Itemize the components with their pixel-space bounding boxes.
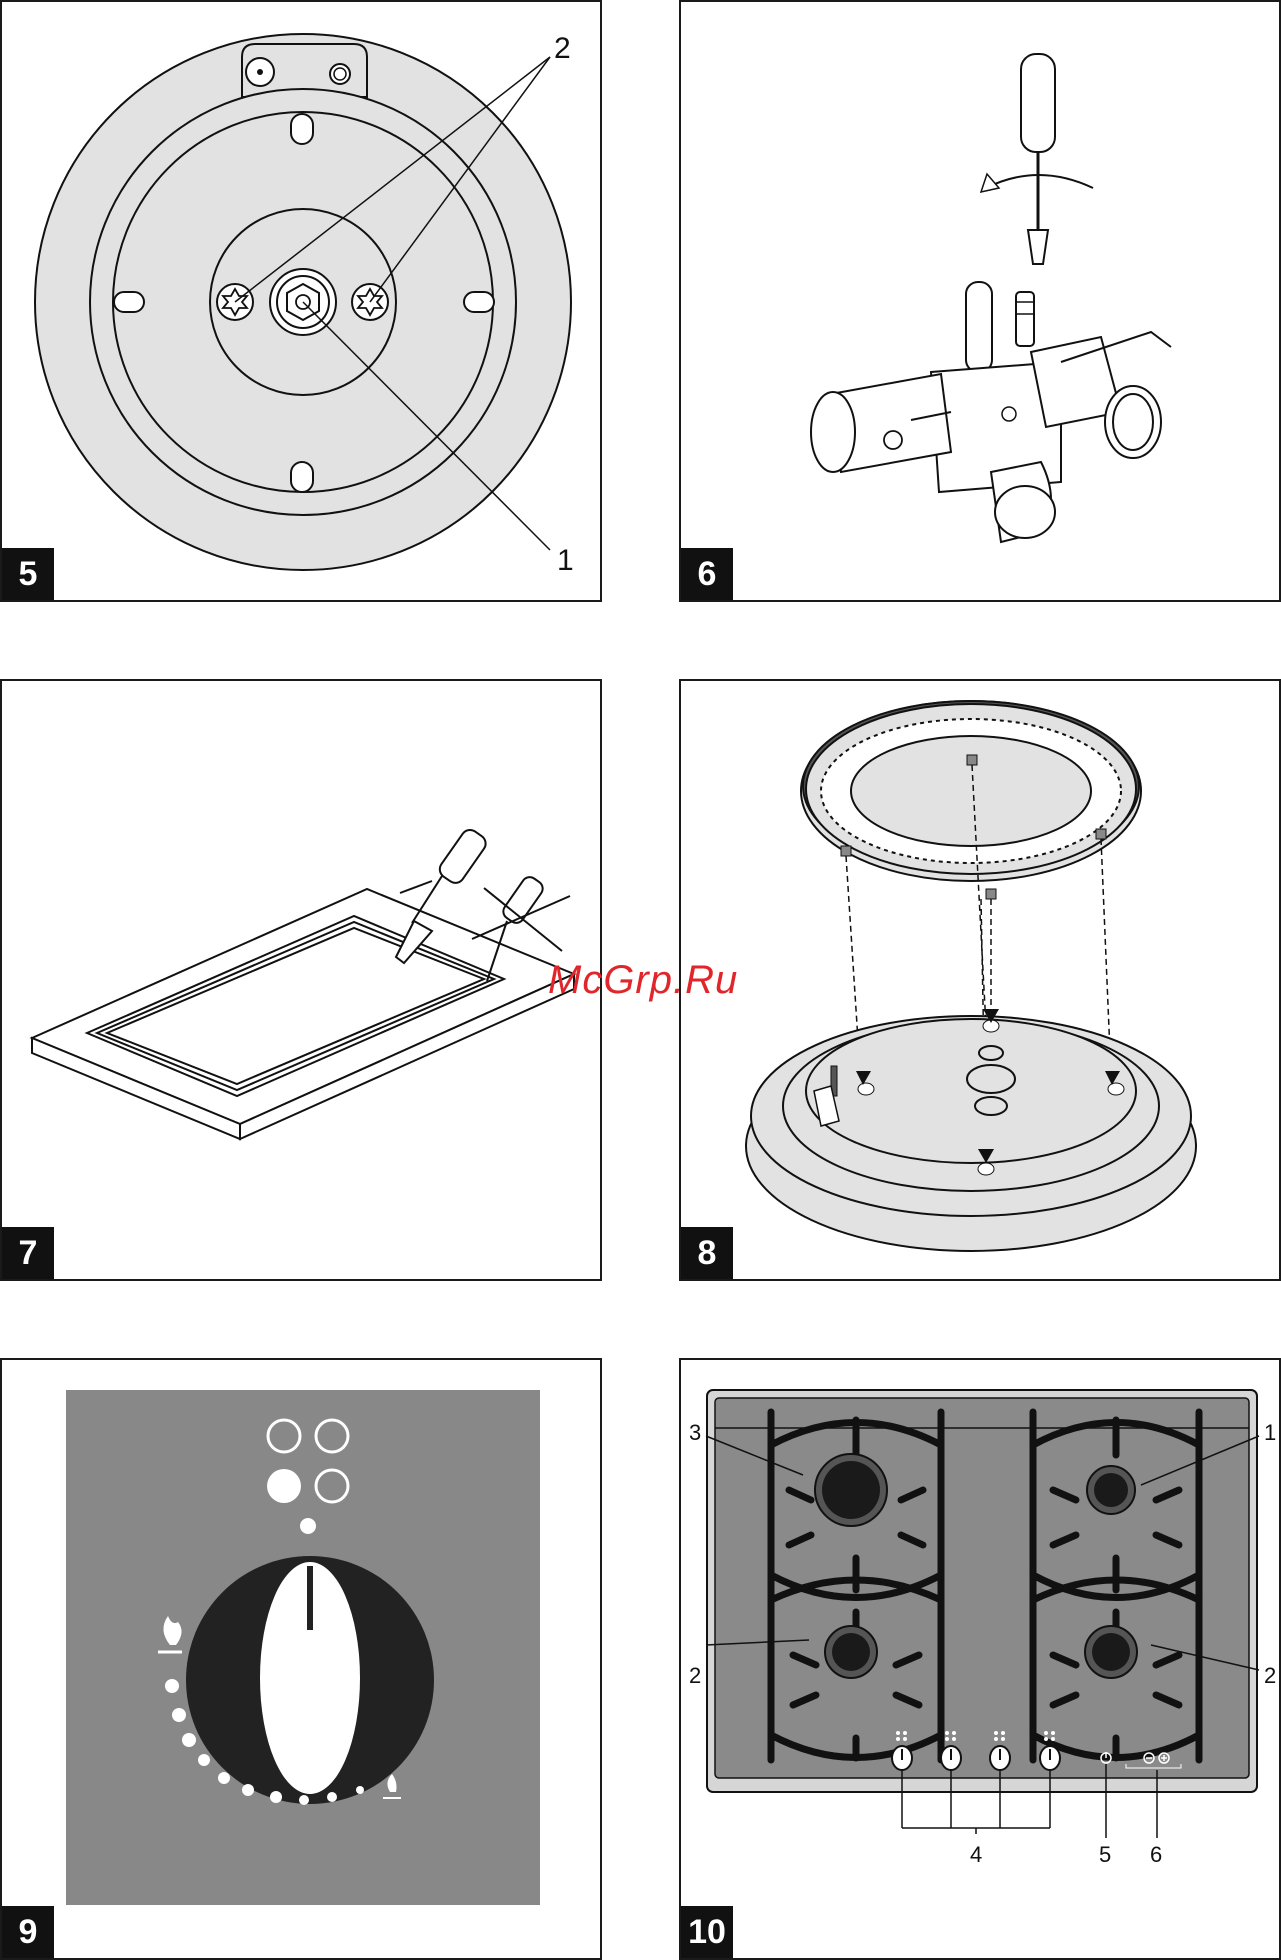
glass-panel-sealing [2, 681, 602, 1281]
figure-number: 6 [681, 548, 733, 600]
callout-6: 6 [1150, 1842, 1162, 1867]
figure-6-panel: 6 [679, 0, 1281, 602]
figure-5-panel: 2 1 5 [0, 0, 602, 602]
burner-cap-top-view: 2 1 [2, 2, 602, 602]
figure-8-panel: 8 [679, 679, 1281, 1281]
figure-number: 8 [681, 1227, 733, 1279]
figure-number: 10 [681, 1906, 733, 1958]
figure-10-panel: 3 1 2 2 4 5 6 10 [679, 1358, 1281, 1960]
gas-hob-overview: 3 1 2 2 4 5 6 [681, 1360, 1281, 1960]
figure-number: 9 [2, 1906, 54, 1958]
callout-2: 2 [554, 32, 571, 65]
callout-5: 5 [1099, 1842, 1111, 1867]
figure-number: 7 [2, 1227, 54, 1279]
callout-2-right: 2 [1264, 1663, 1276, 1688]
watermark: McGrp.Ru [548, 958, 738, 1003]
figure-number: 5 [2, 548, 54, 600]
gas-valve-adjustment [681, 2, 1281, 602]
control-knob-detail [2, 1360, 602, 1960]
burner-ring-assembly [681, 681, 1281, 1281]
callout-1: 1 [557, 544, 574, 577]
callout-4: 4 [970, 1842, 982, 1867]
figure-7-panel: 7 [0, 679, 602, 1281]
figure-9-panel: 9 [0, 1358, 602, 1960]
callout-3: 3 [689, 1420, 701, 1445]
callout-2-left: 2 [689, 1663, 701, 1688]
callout-1: 1 [1264, 1420, 1276, 1445]
screwdriver-icon [1021, 54, 1055, 264]
